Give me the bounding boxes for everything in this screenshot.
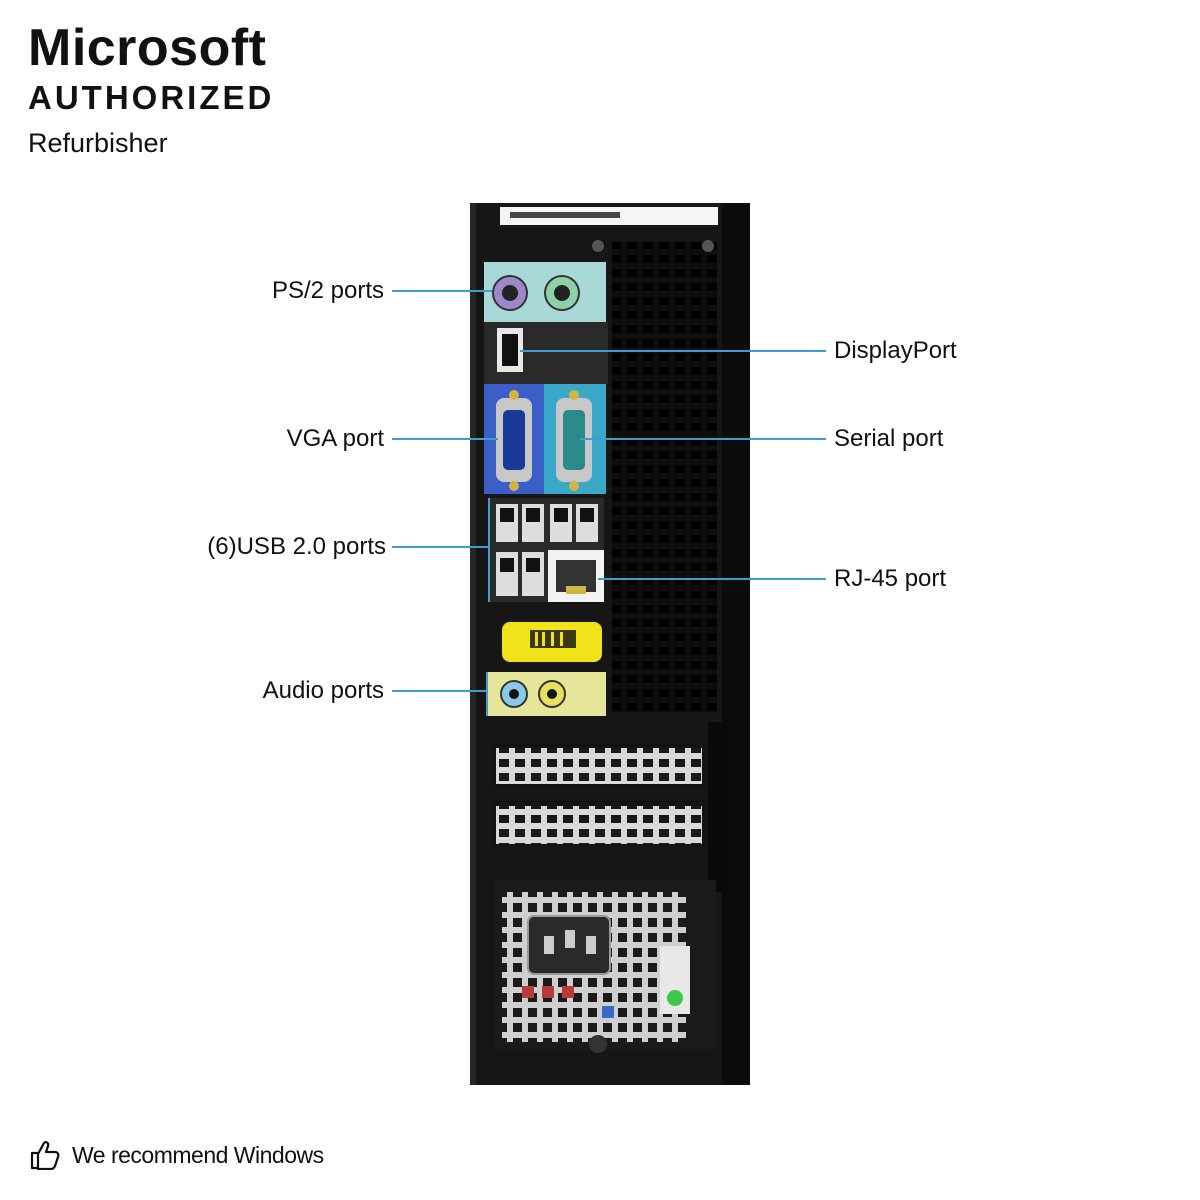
leader-displayport	[520, 350, 826, 352]
audio-ports	[488, 672, 606, 716]
badge-brand: Microsoft	[28, 19, 267, 77]
leader-vga	[392, 438, 498, 440]
leader-audio	[392, 690, 488, 692]
ps2-ports	[484, 262, 606, 322]
label-ps2-ports: PS/2 ports	[271, 277, 384, 304]
leader-serial	[580, 438, 826, 440]
leader-usb	[392, 546, 490, 548]
label-displayport: DisplayPort	[834, 337, 957, 364]
expansion-slots	[490, 722, 730, 892]
label-rj45-port: RJ-45 port	[834, 565, 947, 592]
leader-usb-bracket	[488, 498, 490, 602]
footer-recommendation: We recommend Windows	[30, 1140, 324, 1170]
vent-grille	[612, 242, 717, 712]
footer-text: We recommend Windows	[72, 1141, 324, 1168]
rj45-port	[548, 550, 604, 602]
power-supply	[494, 880, 716, 1053]
leader-audio-bracket	[486, 672, 488, 716]
leader-ps2	[392, 290, 492, 292]
thumbs-up-icon	[30, 1141, 60, 1170]
microsoft-authorized-refurbisher-badge: Microsoft AUTHORIZED Refurbisher	[28, 22, 274, 158]
displayport-port	[484, 322, 608, 384]
badge-refurbisher: Refurbisher	[28, 128, 168, 158]
leader-rj45	[598, 578, 826, 580]
label-vga-port: VGA port	[286, 425, 384, 452]
badge-authorized: AUTHORIZED	[28, 79, 275, 116]
label-usb-ports: (6)USB 2.0 ports	[207, 533, 386, 560]
label-serial-port: Serial port	[834, 425, 944, 452]
barcode-sticker	[502, 622, 602, 662]
label-audio-ports: Audio ports	[262, 677, 384, 704]
